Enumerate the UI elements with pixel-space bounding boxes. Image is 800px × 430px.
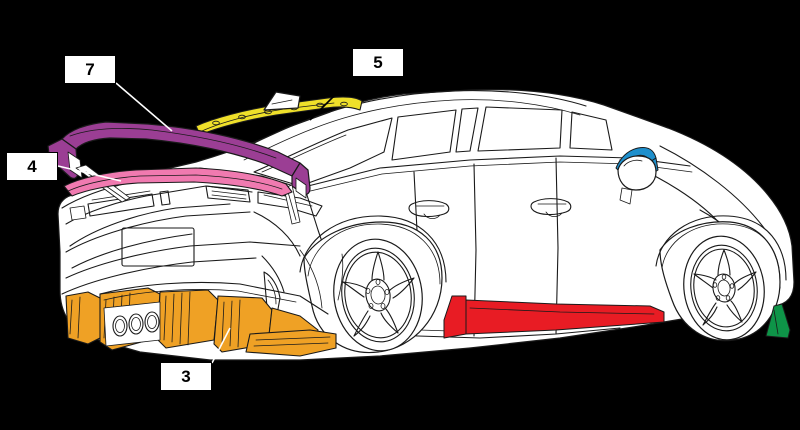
callout-number-7: 7 (85, 60, 95, 79)
rear-wheel (303, 221, 443, 354)
part-front-canard (765, 303, 791, 339)
front-wheel (659, 221, 781, 342)
callout-number-5: 5 (373, 53, 383, 72)
door-handle-rear (408, 200, 450, 220)
callout-box-5[interactable]: 5 (352, 48, 404, 77)
shark-fin-antenna (263, 91, 301, 111)
side-mirror (617, 155, 657, 205)
rear-bumper-lower (99, 281, 329, 315)
part-side-skirt (443, 295, 665, 339)
door-handle-front (530, 198, 572, 218)
callout-number-3: 3 (181, 367, 191, 386)
rear-bumper-detail (299, 249, 344, 309)
part-trunk-lip-spoiler (63, 167, 293, 197)
part-rear-diffuser (65, 287, 337, 357)
callout-box-3[interactable]: 3 (160, 362, 212, 391)
callout-box-4[interactable]: 4 (6, 152, 58, 181)
callout-box-7[interactable]: 7 (64, 55, 116, 84)
leader-lines (57, 76, 354, 364)
callout-number-4: 4 (27, 157, 37, 176)
wheel-arches (299, 215, 787, 285)
